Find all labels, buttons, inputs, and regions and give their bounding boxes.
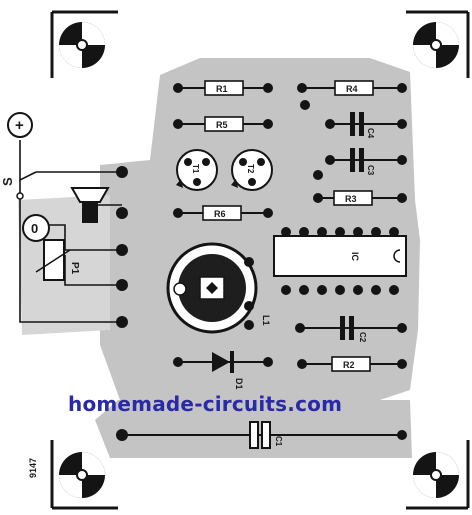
switch-contact xyxy=(16,192,24,200)
r3-label: R3 xyxy=(345,194,357,204)
speaker-symbol xyxy=(70,187,110,223)
capacitor-c3: C3 xyxy=(325,148,407,176)
r6-label: R6 xyxy=(214,209,226,219)
ic-chip: IC xyxy=(273,227,407,295)
t1-label: T1 xyxy=(191,164,200,174)
c3-label: C3 xyxy=(366,165,375,176)
meter-symbol: 0 xyxy=(22,214,50,242)
resistor-r1: R1 xyxy=(173,80,273,96)
capacitor-c4: C4 xyxy=(325,112,407,139)
capacitor-c2: C2 xyxy=(295,316,407,343)
potentiometer-p1: P1 xyxy=(35,239,80,281)
pads-left-edge xyxy=(116,166,128,441)
r2-label: R2 xyxy=(343,360,355,370)
p1-label: P1 xyxy=(69,262,80,275)
watermark-text: homemade-circuits.com xyxy=(68,392,343,416)
diode-d1: D1 xyxy=(173,351,273,390)
r5-label: R5 xyxy=(216,120,228,130)
c1-label: C1 xyxy=(274,436,283,447)
resistor-r5: R5 xyxy=(173,116,273,132)
supply-symbol: + xyxy=(15,117,24,134)
resistor-r3: R3 xyxy=(313,190,407,206)
meter-symbol-text: 0 xyxy=(31,221,38,236)
c4-label: C4 xyxy=(366,128,375,139)
supply-terminal: + xyxy=(7,112,33,138)
resistor-r2: R2 xyxy=(297,356,407,372)
switch-label: S xyxy=(0,177,15,186)
transistor-t1: T1 xyxy=(176,149,218,191)
corner-mount-bottom-right xyxy=(406,440,470,510)
t2-label: T2 xyxy=(246,164,255,174)
c2-label: C2 xyxy=(358,332,367,343)
resistor-r6: R6 xyxy=(173,205,273,221)
capacitor-c1: C1 xyxy=(122,421,407,449)
resistor-r4: R4 xyxy=(297,80,407,96)
corner-mount-top-left xyxy=(50,10,118,78)
r4-label: R4 xyxy=(346,84,358,94)
corner-mount-top-right xyxy=(406,10,470,78)
board-id-text: 9147 xyxy=(28,458,38,478)
corner-mount-bottom-left xyxy=(50,440,118,510)
l1-label: L1 xyxy=(261,315,271,326)
ic-label: IC xyxy=(350,252,360,262)
transistor-t2: T2 xyxy=(231,149,273,191)
r1-label: R1 xyxy=(216,84,228,94)
pads-right-edge xyxy=(300,100,323,180)
d1-label: D1 xyxy=(234,378,244,390)
coil-l1: L1 xyxy=(166,242,271,334)
